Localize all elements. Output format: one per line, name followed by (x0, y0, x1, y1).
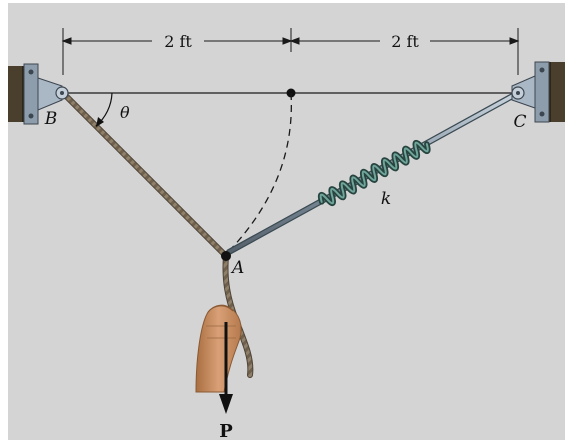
point-A-dot (221, 251, 231, 261)
rope-BA (60, 90, 229, 259)
spring-assembly (226, 90, 521, 255)
hand-pulling-rope (195, 253, 254, 393)
angle-theta-label: θ (120, 103, 130, 122)
point-B-label: B (44, 109, 58, 129)
bracket-C (511, 61, 550, 123)
dimension-lines (61, 28, 520, 75)
bracket-B (23, 63, 69, 125)
spring-coil (317, 139, 431, 206)
left-wall (8, 66, 26, 122)
dashed-arc-path (229, 92, 293, 251)
dimension-label-right: 2 ft (391, 32, 419, 51)
spring-constant-label: k (381, 189, 391, 209)
right-wall (547, 62, 565, 122)
force-label-P: P (219, 421, 233, 442)
force-arrow-P (219, 322, 233, 414)
angle-theta-marker (95, 92, 113, 127)
point-C-label: C (513, 112, 526, 132)
point-A-label: A (230, 258, 244, 278)
dimension-label-left: 2 ft (164, 32, 192, 51)
